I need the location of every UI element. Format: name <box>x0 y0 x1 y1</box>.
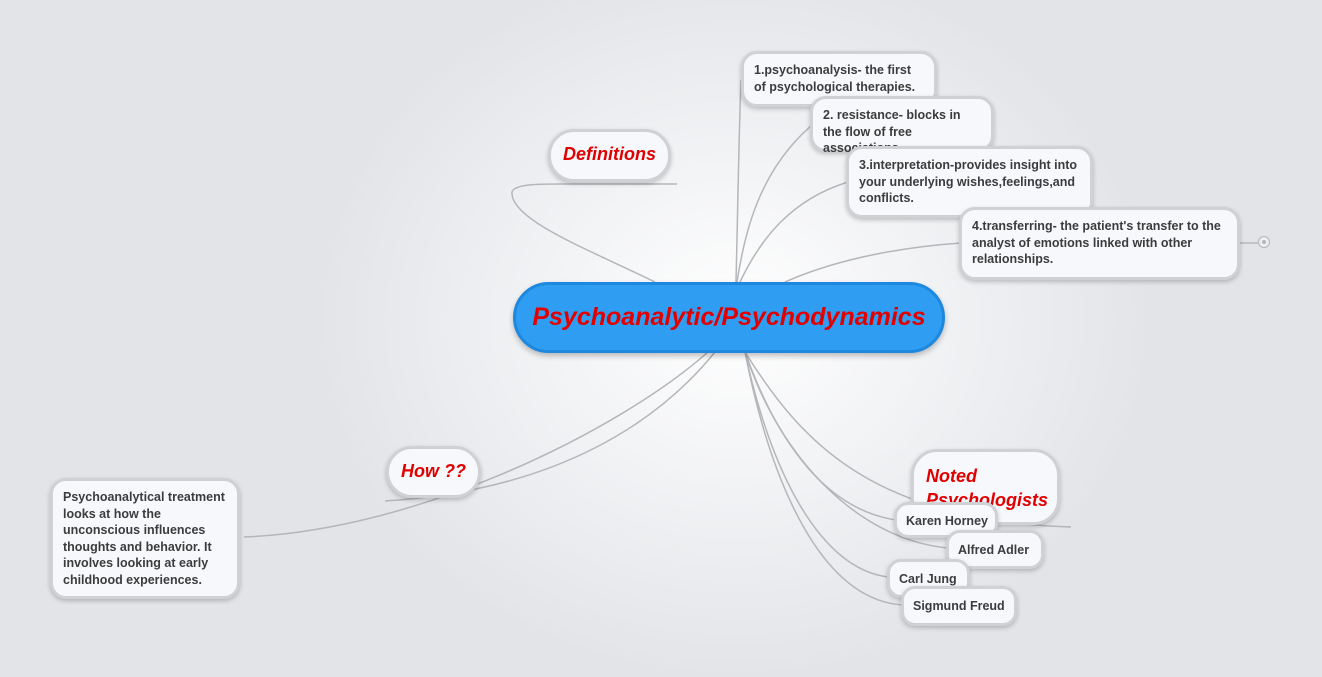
how-detail-node[interactable]: Psychoanalytical treatment looks at how … <box>50 478 240 599</box>
definition-text: 4.transferring- the patient's transfer t… <box>972 219 1221 266</box>
definition-text: 1.psychoanalysis- the first of psycholog… <box>754 63 916 94</box>
definition-node-transferring[interactable]: 4.transferring- the patient's transfer t… <box>959 207 1240 280</box>
psychologist-name: Karen Horney <box>906 514 988 528</box>
psychologist-name: Alfred Adler <box>958 543 1030 557</box>
definition-node-interpretation[interactable]: 3.interpretation-provides insight into y… <box>846 146 1093 218</box>
collapse-toggle-icon[interactable] <box>1258 236 1270 248</box>
branch-how[interactable]: How ?? <box>386 446 481 498</box>
psychologist-name: Carl Jung <box>899 572 957 586</box>
branch-definitions-label: Definitions <box>563 144 656 164</box>
definition-node-resistance[interactable]: 2. resistance- blocks in the flow of fre… <box>810 96 994 155</box>
psychologist-name: Sigmund Freud <box>913 599 1005 613</box>
definition-text: 3.interpretation-provides insight into y… <box>859 158 1078 205</box>
central-topic-label: Psychoanalytic/Psychodynamics <box>532 303 926 331</box>
branch-how-label: How ?? <box>401 461 466 481</box>
psychologist-sigmund-freud[interactable]: Sigmund Freud <box>901 586 1017 626</box>
how-detail-text: Psychoanalytical treatment looks at how … <box>63 490 225 587</box>
branch-definitions[interactable]: Definitions <box>548 129 671 182</box>
central-topic[interactable]: Psychoanalytic/Psychodynamics <box>513 282 945 353</box>
